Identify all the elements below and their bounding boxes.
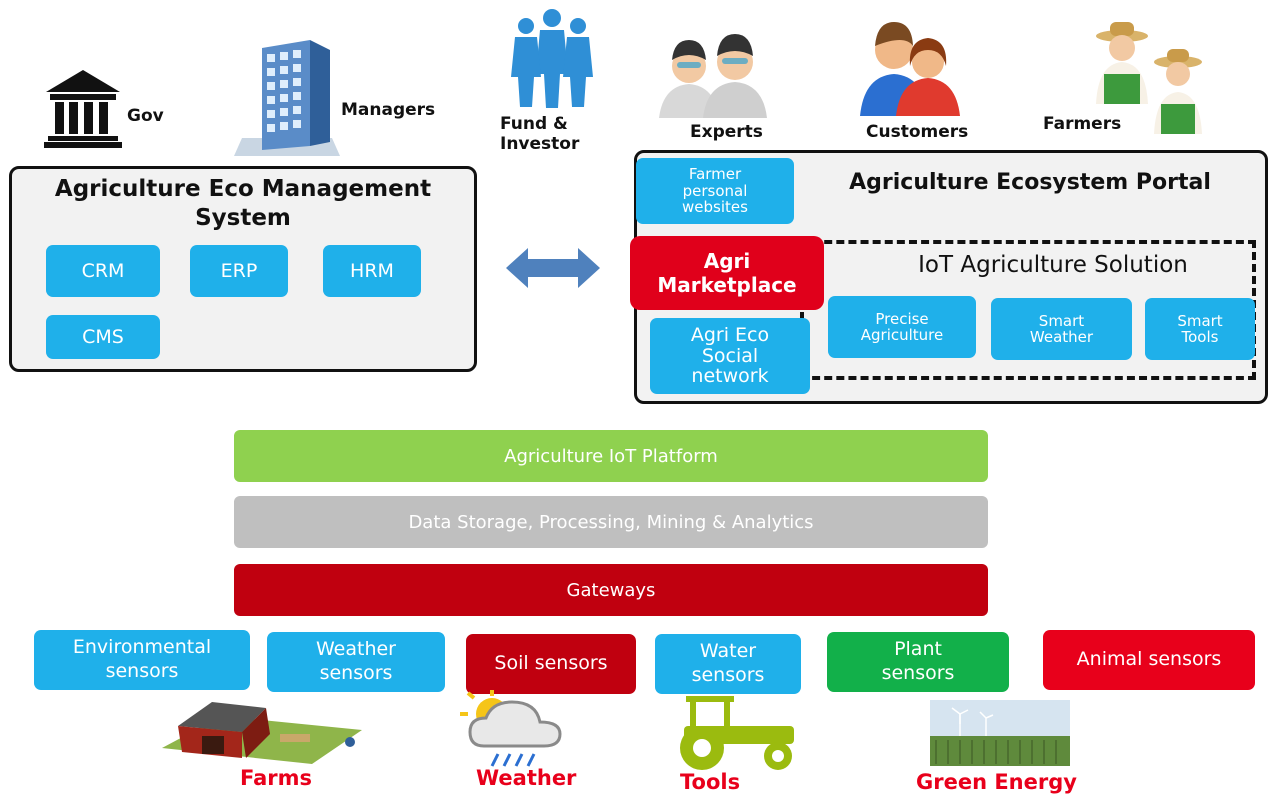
farmer-websites-tile[interactable]: Farmer personal websites — [636, 158, 794, 224]
portal-title: Agriculture Ecosystem Portal — [849, 170, 1211, 195]
farm-barn-icon — [162, 702, 362, 764]
farmers-label: Farmers — [1043, 114, 1122, 134]
smart-tools-tile[interactable]: Smart Tools — [1145, 298, 1255, 360]
iot-platform-layer[interactable]: Agriculture IoT Platform — [234, 430, 988, 482]
crm-module[interactable]: CRM — [46, 245, 160, 297]
animal-sensors-tile[interactable]: Animal sensors — [1043, 630, 1255, 690]
weather-sensors-tile[interactable]: Weather sensors — [267, 632, 445, 692]
water-sensors-tile[interactable]: Water sensors — [655, 634, 801, 694]
tools-label: Tools — [680, 770, 741, 794]
agri-marketplace-tile[interactable]: Agri Marketplace — [630, 236, 824, 310]
experts-icon — [659, 34, 767, 118]
tractor-icon — [680, 696, 794, 770]
soil-sensors-tile[interactable]: Soil sensors — [466, 634, 636, 694]
weather-cloud-icon — [460, 690, 562, 767]
cms-module[interactable]: CMS — [46, 315, 160, 359]
gateways-layer[interactable]: Gateways — [234, 564, 988, 616]
precise-agriculture-tile[interactable]: Precise Agriculture — [828, 296, 976, 358]
bidirectional-arrow-icon — [506, 248, 600, 288]
iot-solution-title: IoT Agriculture Solution — [918, 252, 1188, 278]
fund-investor-label: Fund & Investor — [500, 114, 580, 155]
farms-label: Farms — [240, 766, 313, 790]
plant-sensors-tile[interactable]: Plant sensors — [827, 632, 1009, 692]
gov-label: Gov — [127, 106, 164, 126]
hrm-module[interactable]: HRM — [323, 245, 421, 297]
erp-module[interactable]: ERP — [190, 245, 288, 297]
smart-weather-tile[interactable]: Smart Weather — [991, 298, 1132, 360]
weather-label: Weather — [476, 766, 577, 790]
data-storage-layer[interactable]: Data Storage, Processing, Mining & Analy… — [234, 496, 988, 548]
government-building-icon — [44, 70, 122, 148]
management-system-panel: Agriculture Eco Management System CRM ER… — [9, 166, 477, 372]
customers-label: Customers — [866, 122, 969, 142]
office-building-icon — [234, 40, 340, 156]
managers-label: Managers — [341, 100, 436, 120]
management-system-title: Agriculture Eco Management System — [54, 176, 432, 231]
green-energy-label: Green Energy — [916, 770, 1077, 794]
investor-group-icon — [511, 9, 593, 108]
farmers-icon — [1096, 22, 1202, 134]
customers-icon — [860, 22, 960, 116]
environmental-sensors-tile[interactable]: Environmental sensors — [34, 630, 250, 690]
green-energy-icon — [930, 700, 1070, 766]
agri-social-network-tile[interactable]: Agri Eco Social network — [650, 318, 810, 394]
experts-label: Experts — [690, 122, 763, 142]
